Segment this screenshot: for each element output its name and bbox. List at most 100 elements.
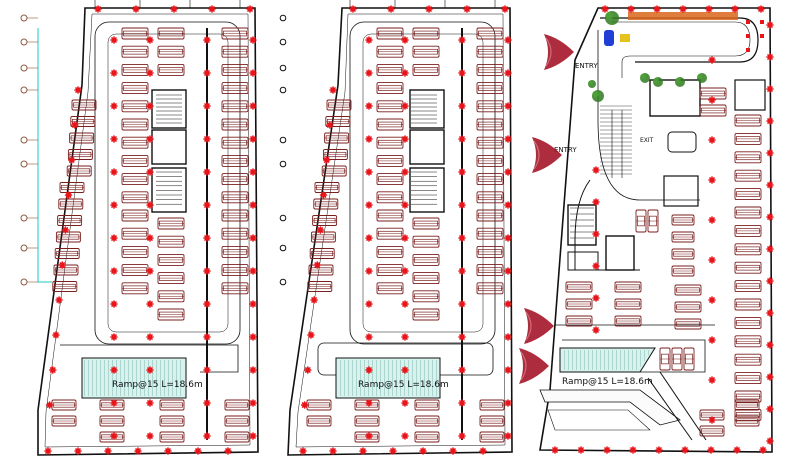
column-marker bbox=[249, 135, 257, 143]
column-marker bbox=[679, 5, 687, 13]
column-marker bbox=[501, 5, 509, 13]
column-marker bbox=[359, 447, 367, 455]
plan-2-ramp-label: Ramp@15 L=18.6m bbox=[358, 380, 449, 390]
column-marker bbox=[249, 36, 257, 44]
column-marker bbox=[577, 446, 585, 454]
car-stall bbox=[734, 132, 762, 145]
car-stall bbox=[734, 372, 762, 385]
car-stall bbox=[734, 280, 762, 293]
car-stall bbox=[157, 290, 185, 303]
column-marker bbox=[146, 366, 154, 374]
car-stall bbox=[221, 136, 249, 149]
column-marker bbox=[458, 267, 466, 275]
column-marker bbox=[44, 447, 52, 455]
column-marker bbox=[458, 102, 466, 110]
car-stall bbox=[157, 308, 185, 321]
grid-bubble bbox=[20, 14, 38, 22]
column-marker bbox=[249, 201, 257, 209]
car-stall bbox=[121, 264, 149, 277]
car-stall bbox=[314, 182, 340, 193]
column-marker bbox=[110, 234, 118, 242]
column-marker bbox=[401, 366, 409, 374]
plan-2-stair-core bbox=[409, 89, 445, 213]
car-stall bbox=[376, 154, 404, 167]
column-marker bbox=[58, 261, 67, 269]
car-stall bbox=[376, 136, 404, 149]
tree-icon bbox=[592, 90, 604, 102]
exit-label: EXIT bbox=[640, 137, 654, 144]
direction-arrow-icon bbox=[544, 34, 574, 70]
column-marker bbox=[349, 5, 357, 13]
car-stall bbox=[121, 118, 149, 131]
column-marker bbox=[134, 447, 142, 455]
car-stall bbox=[221, 209, 249, 222]
column-marker bbox=[766, 437, 774, 445]
car-stall bbox=[51, 415, 77, 427]
plan-3-outline bbox=[539, 7, 773, 453]
column-marker bbox=[757, 5, 765, 13]
column-marker bbox=[627, 5, 635, 13]
car-stall bbox=[476, 100, 504, 113]
column-marker bbox=[401, 102, 409, 110]
car-stall bbox=[157, 253, 185, 266]
car-stall bbox=[674, 301, 702, 313]
column-marker bbox=[504, 168, 512, 176]
column-marker bbox=[146, 234, 154, 242]
direction-arrows-layer bbox=[519, 34, 574, 384]
car-stall bbox=[221, 27, 249, 40]
column-marker bbox=[203, 36, 211, 44]
car-stall bbox=[121, 209, 149, 222]
column-marker bbox=[365, 399, 373, 407]
direction-arrow-icon bbox=[524, 308, 554, 344]
entry-label-middle: ENTRY bbox=[554, 146, 577, 154]
car-stall bbox=[309, 248, 335, 259]
column-marker bbox=[766, 373, 774, 381]
car-stall bbox=[476, 82, 504, 95]
grid-bubble bbox=[20, 38, 38, 46]
car-stall bbox=[476, 264, 504, 277]
column-marker bbox=[504, 366, 512, 374]
car-stall bbox=[734, 353, 762, 366]
car-stall bbox=[376, 282, 404, 295]
car-stall bbox=[671, 214, 695, 226]
car-stall bbox=[476, 173, 504, 186]
column-marker bbox=[249, 300, 257, 308]
column-marker bbox=[425, 5, 433, 13]
column-marker bbox=[592, 262, 600, 270]
column-marker bbox=[759, 446, 767, 454]
tree-icon bbox=[588, 80, 596, 88]
column-marker bbox=[249, 234, 257, 242]
grid-bubble bbox=[20, 160, 38, 168]
column-marker bbox=[458, 36, 466, 44]
grid-axis-bubbles bbox=[20, 0, 496, 286]
column-marker bbox=[110, 432, 118, 440]
column-marker bbox=[104, 447, 112, 455]
column-marker bbox=[365, 201, 373, 209]
column-marker bbox=[146, 69, 154, 77]
car-stall bbox=[71, 99, 97, 111]
entry-label-top: ENTRY bbox=[575, 62, 598, 70]
column-marker bbox=[504, 267, 512, 275]
column-marker bbox=[326, 121, 334, 129]
column-marker bbox=[71, 121, 79, 129]
plan-2-outline bbox=[287, 7, 513, 456]
car-stall bbox=[647, 209, 659, 233]
column-marker bbox=[708, 56, 716, 64]
column-marker bbox=[733, 446, 741, 454]
trees-layer bbox=[588, 11, 707, 102]
column-marker bbox=[299, 447, 307, 455]
car-stall bbox=[221, 264, 249, 277]
car-stall bbox=[69, 132, 95, 144]
column-marker bbox=[705, 5, 713, 13]
car-stall bbox=[734, 224, 762, 237]
marker-square bbox=[746, 20, 750, 24]
column-marker bbox=[304, 366, 312, 374]
car-stall bbox=[412, 272, 440, 285]
column-marker bbox=[458, 69, 466, 77]
car-stall bbox=[412, 290, 440, 303]
column-marker bbox=[300, 401, 309, 409]
car-stall bbox=[734, 399, 760, 411]
plan-2-drive-loop bbox=[349, 21, 496, 345]
car-stall bbox=[221, 63, 249, 76]
column-marker bbox=[766, 309, 774, 317]
